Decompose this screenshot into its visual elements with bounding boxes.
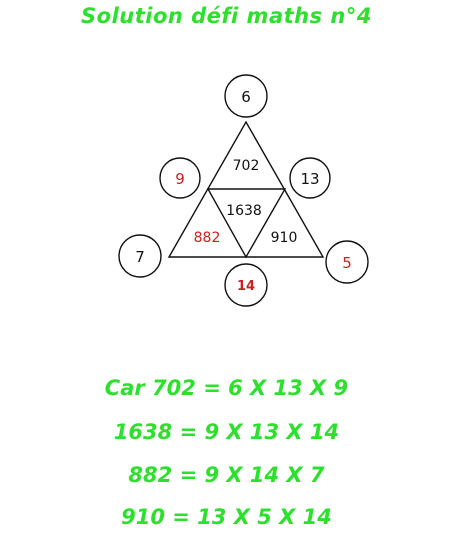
triangle-value-left: 882: [194, 230, 221, 246]
circle-upper-right: [289, 157, 331, 199]
triangle-value-top: 702: [233, 158, 260, 174]
circle-bottom-left: [118, 234, 162, 278]
page-title: Solution défi maths n°4: [81, 4, 372, 28]
equation-line: 1638 = 9 X 13 X 14: [113, 420, 340, 444]
equation-line: 882 = 9 X 14 X 7: [128, 463, 325, 487]
equation-line: Car 702 = 6 X 13 X 9: [104, 376, 349, 400]
circle-top: [224, 74, 268, 118]
circle-value-upper-left: 9: [175, 170, 185, 188]
triangle-value-center: 1638: [226, 203, 262, 219]
triangle-value-right: 910: [271, 230, 298, 246]
circle-bottom: [224, 263, 268, 307]
inner-triangle: [206, 188, 287, 259]
equation-line: 910 = 13 X 5 X 14: [121, 505, 332, 529]
circle-upper-left: [159, 157, 201, 199]
circle-value-top: 6: [241, 88, 251, 106]
circle-value-bottom: 14: [237, 279, 255, 294]
circle-value-bottom-right: 5: [342, 254, 352, 272]
circle-value-upper-right: 13: [300, 170, 319, 188]
circle-value-bottom-left: 7: [135, 248, 145, 266]
circle-bottom-right: [325, 240, 369, 284]
